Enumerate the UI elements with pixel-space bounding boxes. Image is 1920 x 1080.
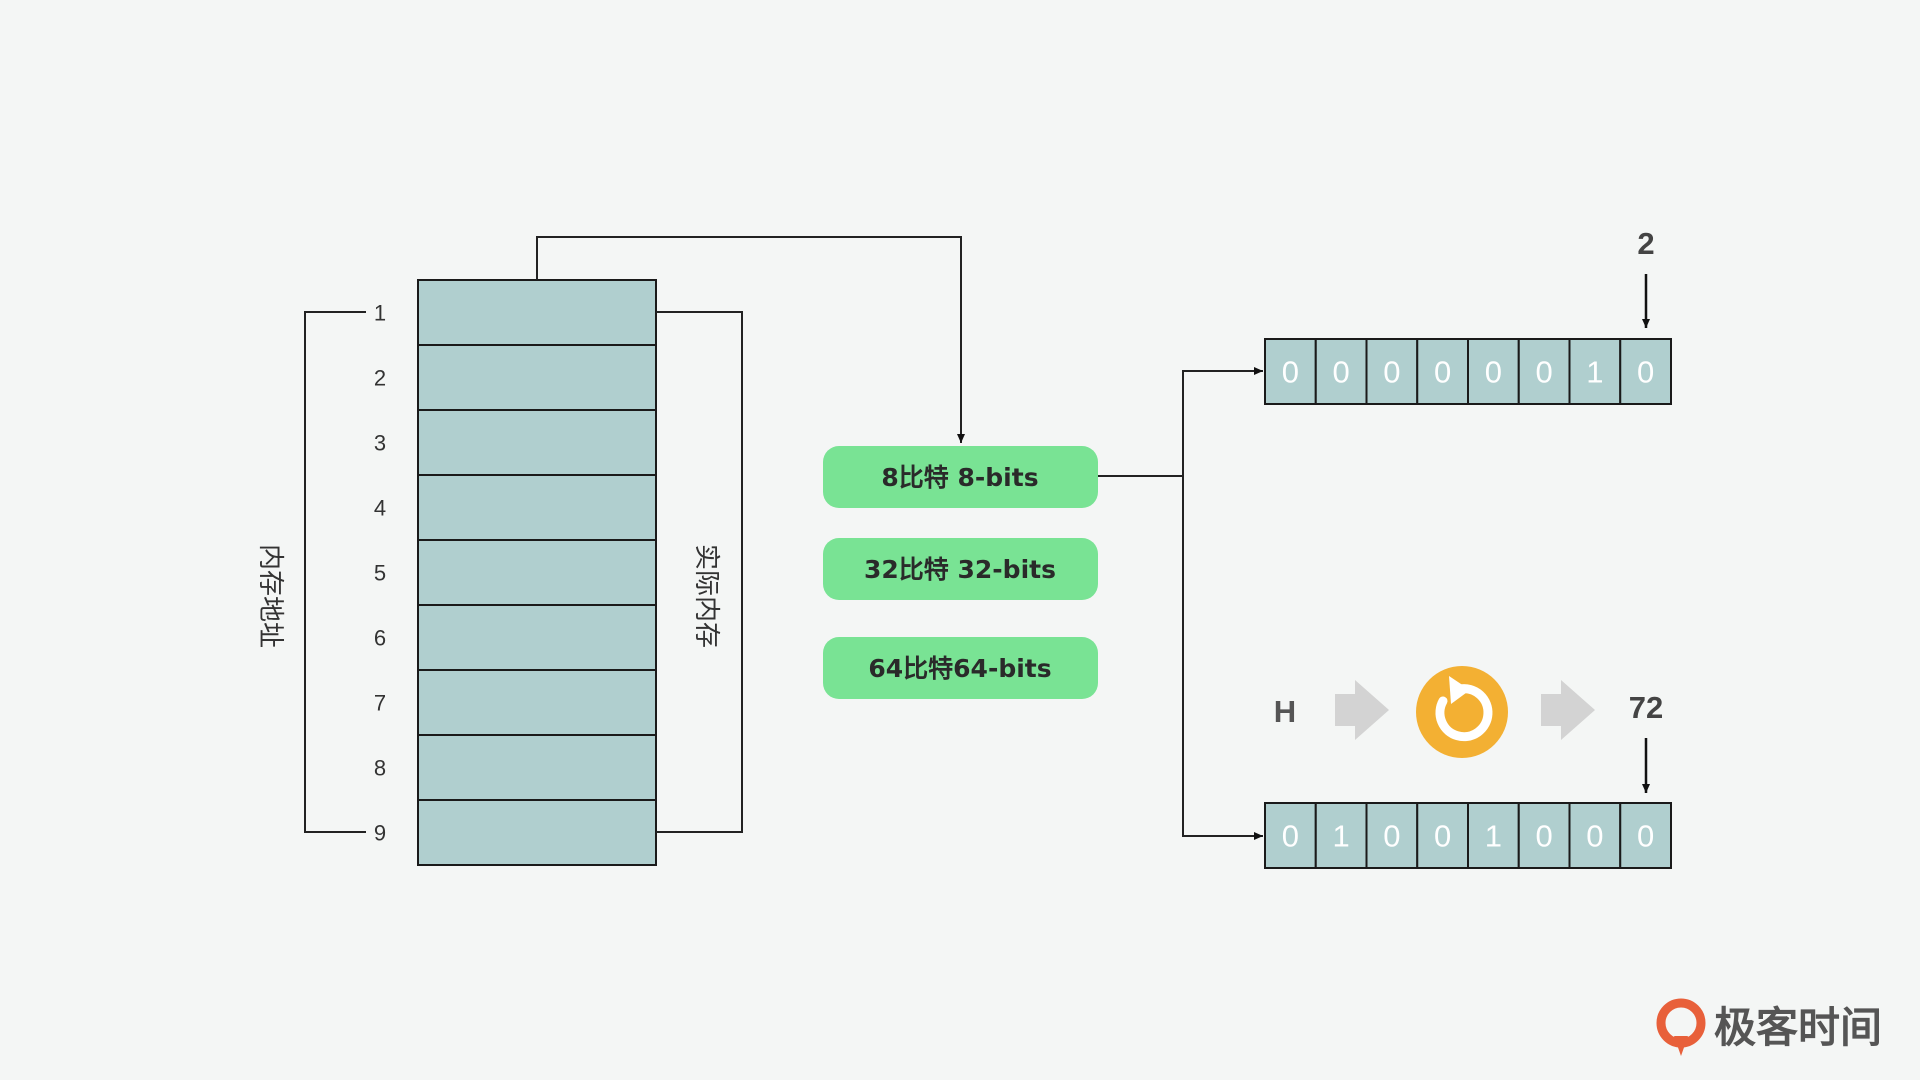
bit-value: 0 xyxy=(1333,355,1350,390)
memory-label: 实际内存 xyxy=(691,544,721,648)
address-label-bg xyxy=(362,558,398,587)
memory-cell xyxy=(417,669,657,736)
geektime-logo-text: 极客时间 xyxy=(1714,1003,1882,1052)
size-option-64bit: 64比特64-bits xyxy=(823,637,1098,699)
memory-stack xyxy=(417,279,657,866)
memory-cell xyxy=(417,344,657,411)
address-number: 4 xyxy=(374,496,386,521)
encode-output-value: 72 xyxy=(1629,690,1663,725)
bit-value: 0 xyxy=(1586,819,1603,854)
address-number: 9 xyxy=(374,821,386,846)
bit-value: 0 xyxy=(1282,355,1299,390)
address-label-bg xyxy=(362,623,398,652)
bit-cell xyxy=(1619,338,1672,405)
address-number: 5 xyxy=(374,561,386,586)
gray-arrow-icon xyxy=(1541,680,1595,740)
bit-value: 1 xyxy=(1485,819,1502,854)
address-label-bg xyxy=(362,753,398,782)
address-label-bg xyxy=(362,688,398,717)
bit-cell xyxy=(1416,338,1469,405)
bit-cell xyxy=(1365,338,1419,405)
address-number: 7 xyxy=(374,691,386,716)
memory-cell xyxy=(417,279,657,346)
size-option-64bit-label: 64比特64-bits xyxy=(868,654,1051,683)
address-label-bg xyxy=(362,493,398,522)
geektime-logo: 极客时间 xyxy=(1656,998,1882,1056)
bit-value: 0 xyxy=(1536,819,1553,854)
address-label: 内存地址 xyxy=(255,544,285,648)
gray-arrow-icon xyxy=(1335,680,1389,740)
memory-to-size-connector xyxy=(536,236,965,443)
memory-bracket xyxy=(656,311,743,833)
address-bracket xyxy=(304,311,366,833)
bit-value: 0 xyxy=(1434,355,1451,390)
address-label-bg xyxy=(362,428,398,457)
memory-cell xyxy=(417,799,657,866)
bit-value: 0 xyxy=(1383,355,1400,390)
address-label-bg xyxy=(362,298,398,327)
memory-cell xyxy=(417,474,657,541)
bit-value: 1 xyxy=(1333,819,1350,854)
geektime-logo-icon xyxy=(1656,998,1706,1056)
bit-cell xyxy=(1568,338,1622,405)
bit-cell xyxy=(1264,802,1317,869)
address-label-bg xyxy=(362,818,398,847)
address-number: 2 xyxy=(374,366,386,391)
memory-cell xyxy=(417,604,657,671)
bit-value: 0 xyxy=(1536,355,1553,390)
bit-value: 1 xyxy=(1586,355,1603,390)
size-option-8bit: 8比特 8-bits xyxy=(823,446,1098,508)
refresh-icon xyxy=(1416,666,1508,758)
bit-value: 0 xyxy=(1383,819,1400,854)
address-number: 6 xyxy=(374,626,386,651)
bit-cell xyxy=(1365,802,1419,869)
address-number: 1 xyxy=(374,301,386,326)
branch-to-bottom-row xyxy=(1182,476,1263,840)
bit-value: 0 xyxy=(1637,355,1654,390)
bit-cell xyxy=(1568,802,1622,869)
size-option-8bit-label: 8比特 8-bits xyxy=(881,463,1038,492)
address-number: 8 xyxy=(374,756,386,781)
top-value-label: 2 xyxy=(1637,226,1654,261)
bit-value: 0 xyxy=(1282,819,1299,854)
bit-cell xyxy=(1619,802,1672,869)
bit-value: 0 xyxy=(1637,819,1654,854)
branch-to-top-row xyxy=(1182,367,1263,476)
bit-cell xyxy=(1467,338,1520,405)
memory-cell xyxy=(417,734,657,801)
bit-cell xyxy=(1264,338,1317,405)
size-option-32bit: 32比特 32-bits xyxy=(823,538,1098,600)
address-number: 3 xyxy=(374,431,386,456)
bit-value: 0 xyxy=(1485,355,1502,390)
encode-input-char: H xyxy=(1274,694,1296,729)
memory-cell xyxy=(417,409,657,476)
bit-value: 0 xyxy=(1434,819,1451,854)
bit-cell xyxy=(1416,802,1469,869)
memory-cell xyxy=(417,539,657,606)
address-labels: 1 2 3 4 5 6 7 8 9 xyxy=(362,298,398,847)
size-option-32bit-label: 32比特 32-bits xyxy=(864,555,1056,584)
bit-cell xyxy=(1314,802,1368,869)
address-label-bg xyxy=(362,363,398,392)
